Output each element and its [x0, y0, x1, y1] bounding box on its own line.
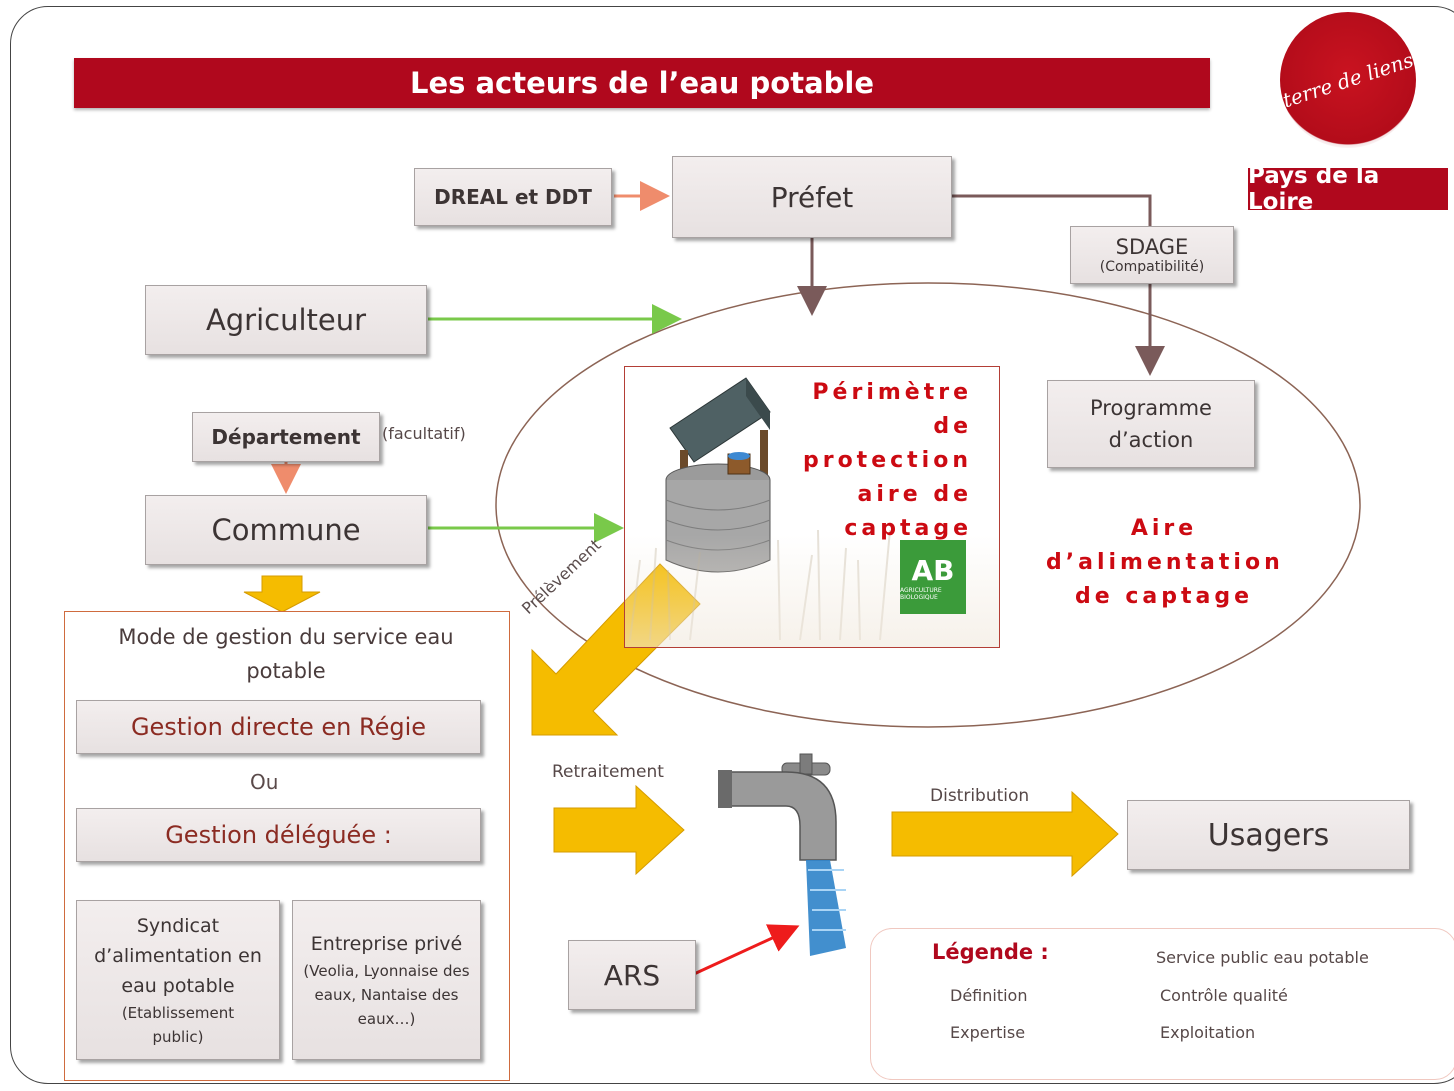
title-banner: Les acteurs de l’eau potable [74, 58, 1210, 108]
flow-label-retraitement: Retraitement [552, 762, 664, 782]
legend-label-service-public: Service public eau potable [1156, 948, 1369, 967]
ab-badge-text: AB [911, 553, 955, 587]
faucet-icon [718, 753, 846, 956]
entreprise-note: (Veolia, Lyonnaise des eaux, Nantaise de… [303, 962, 470, 1028]
syndicat-label: Syndicat d’alimentation en eau potable [94, 915, 262, 997]
arrow-prefet-programme [952, 194, 1165, 376]
aire-ellipse [495, 282, 1361, 728]
terre-de-liens-logo: terre de liens [1280, 12, 1416, 148]
slide-frame [10, 6, 1454, 1084]
node-sdage: SDAGE (Compatibilité) [1070, 226, 1234, 284]
ab-badge-icon: AB AGRICULTURE BIOLOGIQUE [900, 540, 966, 614]
perimetre-label: Périmètre de protection aire de captage [802, 380, 972, 541]
node-dreal: DREAL et DDT [414, 168, 612, 226]
node-programme: Programme d’action [1047, 380, 1255, 468]
block-arrow-retraitement [553, 784, 685, 876]
node-regie: Gestion directe en Régie [76, 700, 481, 754]
legend-label-definition: Définition [950, 986, 1028, 1005]
ou-label: Ou [250, 770, 279, 794]
node-deleguee: Gestion déléguée : [76, 808, 481, 862]
logo-text: terre de liens [1279, 47, 1417, 113]
facultatif-note: (facultatif) [382, 424, 466, 443]
legend-box [870, 928, 1454, 1080]
entreprise-label: Entreprise privé [310, 933, 463, 955]
legend-label-controle: Contrôle qualité [1160, 986, 1288, 1005]
node-agriculteur: Agriculteur [145, 285, 427, 355]
sdage-label: SDAGE [1115, 235, 1189, 259]
node-ars: ARS [568, 940, 696, 1010]
node-departement: Département [192, 412, 380, 462]
arrow-ars-robinet [693, 924, 800, 976]
block-arrow-commune-gestion [243, 575, 321, 613]
aire-label: Aire d’alimentation de captage [1046, 516, 1284, 609]
node-entreprise: Entreprise privé (Veolia, Lyonnaise des … [292, 900, 481, 1060]
legend-label-expertise: Expertise [950, 1023, 1026, 1042]
legend-label-exploitation: Exploitation [1160, 1023, 1256, 1042]
syndicat-note: (Etablissement public) [121, 1004, 235, 1046]
ab-badge-subtext: AGRICULTURE BIOLOGIQUE [900, 586, 942, 601]
sdage-note: (Compatibilité) [1099, 259, 1205, 275]
legend-title: Légende : [932, 940, 1049, 964]
node-usagers: Usagers [1127, 800, 1410, 870]
page-title: Les acteurs de l’eau potable [409, 66, 875, 100]
block-arrow-distribution [891, 790, 1119, 878]
node-syndicat: Syndicat d’alimentation en eau potable (… [76, 900, 280, 1060]
node-prefet: Préfet [672, 156, 952, 238]
region-badge: Pays de la Loire [1248, 163, 1448, 215]
mode-gestion-title: Mode de gestion du service eau potable [118, 625, 454, 683]
flow-label-distribution: Distribution [930, 786, 1030, 806]
node-commune: Commune [145, 495, 427, 565]
